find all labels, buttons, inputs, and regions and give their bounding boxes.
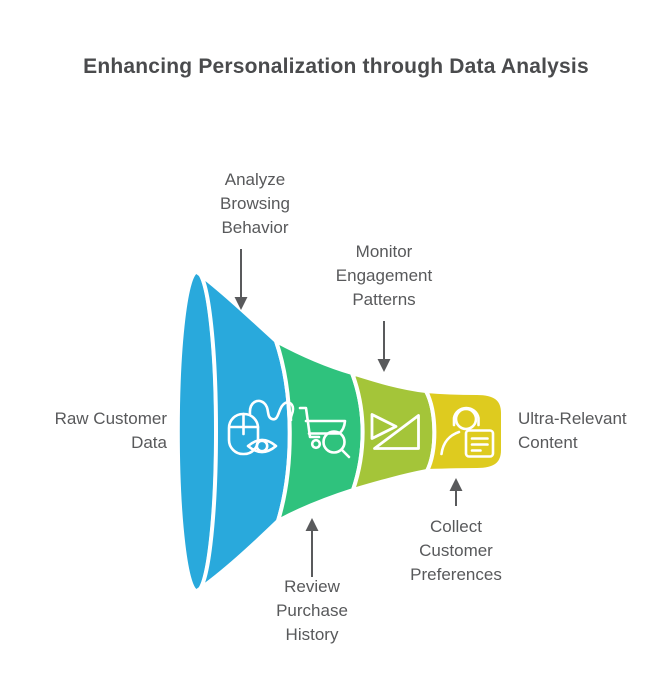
stage-label-monitor-engagement: Monitor Engagement Patterns	[335, 242, 433, 309]
funnel-stage-review-purchase	[274, 339, 365, 523]
funnel-input-label: Raw Customer Data	[54, 409, 167, 452]
funnel-stage-monitor-engagement	[350, 371, 437, 492]
computer-mouse-eye-icon	[227, 399, 295, 456]
support-agent-document-icon	[440, 406, 495, 458]
stage-label-review-purchase: Review Purchase History	[276, 577, 348, 644]
connector-arrows	[234, 249, 463, 577]
send-triangles-icon	[370, 413, 420, 450]
funnel-output-label: Ultra-Relevant Content	[518, 409, 627, 452]
diagram-title: Enhancing Personalization through Data A…	[83, 55, 589, 78]
shopping-cart-search-icon	[298, 406, 351, 459]
stage-label-analyze-browsing: Analyze Browsing Behavior	[220, 170, 290, 237]
stage-label-collect-preferences: Collect Customer Preferences	[410, 517, 502, 584]
